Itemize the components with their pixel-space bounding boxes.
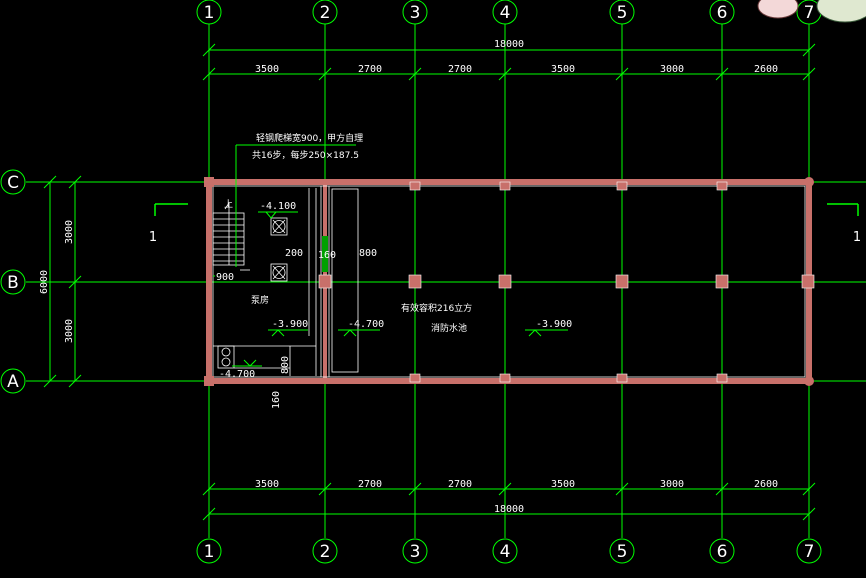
dim-bottom-total: 18000 — [494, 504, 524, 515]
axis-bubble-1-top: 1 — [196, 0, 222, 25]
top-column-bubbles: 1 2 3 4 5 6 7 — [196, 0, 822, 25]
axis-bubble-2-top: 2 — [312, 0, 338, 25]
section-mark-left-label: 1 — [149, 230, 157, 245]
pump-icon — [270, 263, 288, 282]
axis-bubble-6-bottom: 6 — [709, 538, 735, 564]
dim-900: 900 — [216, 272, 234, 283]
dim-left-span-1: 3000 — [64, 220, 75, 244]
axis-bubble-B: B — [0, 269, 26, 295]
stair-note-line2: 共16步，每步250×187.5 — [252, 149, 359, 161]
elevation-marker — [338, 329, 380, 337]
elevation-marker — [525, 329, 568, 337]
left-dimension-chain — [43, 175, 82, 388]
dim-top-span-6: 2600 — [754, 64, 778, 75]
axis-bubble-1-bottom: 1 — [196, 538, 222, 564]
axis-bubble-7-bottom: 7 — [796, 538, 822, 564]
axis-bubble-4-top: 4 — [492, 0, 518, 25]
stair-up-label: 上 — [224, 199, 233, 210]
elevation-tank: -3.900 — [536, 319, 572, 330]
axis-label: 1 — [204, 542, 215, 562]
elevation-pool-side: -4.700 — [348, 319, 384, 330]
tank-name-label: 消防水池 — [431, 322, 467, 334]
top-dimension-chain — [202, 43, 816, 81]
elevation-marker — [258, 211, 298, 219]
axis-label: 3 — [410, 542, 421, 562]
dim-800-sump: 800 — [280, 356, 291, 374]
axis-label: 7 — [804, 542, 815, 562]
dim-bottom-span-3: 2700 — [448, 479, 472, 490]
axis-label: C — [7, 173, 19, 193]
section-mark-right-label: 1 — [853, 230, 861, 245]
stair-note-leader — [235, 144, 356, 267]
axis-label: 5 — [617, 542, 628, 562]
pump-room-label: 泵房 — [251, 294, 269, 306]
tank-capacity-label: 有效容积216立方 — [401, 302, 472, 314]
partition-opening — [322, 236, 328, 272]
axis-bubble-5-bottom: 5 — [609, 538, 635, 564]
axis-label: 2 — [320, 3, 331, 23]
axis-bubble-A: A — [0, 368, 26, 394]
pump-icon — [270, 217, 288, 236]
bottom-dimension-chain — [202, 482, 816, 521]
dim-left-total: 6000 — [39, 270, 50, 294]
axis-label: 5 — [617, 3, 628, 23]
row-bubbles: C B A — [0, 169, 26, 394]
axis-label: 4 — [500, 542, 511, 562]
stair-note-line1: 轻钢爬梯宽900，甲方自理 — [256, 132, 363, 144]
pump-room-pipes — [213, 188, 317, 376]
axis-bubble-3-top: 3 — [402, 0, 428, 25]
bottom-column-bubbles: 1 2 3 4 5 6 7 — [196, 538, 822, 564]
dim-bottom-span-2: 2700 — [358, 479, 382, 490]
dim-top-total: 18000 — [494, 39, 524, 50]
axis-bubble-C: C — [0, 169, 26, 195]
small-pump-icon — [217, 345, 235, 369]
dim-left-span-2: 3000 — [64, 319, 75, 343]
section-mark-left — [154, 203, 188, 216]
dim-top-span-3: 2700 — [448, 64, 472, 75]
axis-label: 2 — [320, 542, 331, 562]
axis-bubble-6-top: 6 — [709, 0, 735, 25]
axis-grid-lines — [26, 24, 866, 538]
axis-bubble-2-bottom: 2 — [312, 538, 338, 564]
interior-columns — [318, 181, 815, 383]
elevation-sump: -4.700 — [219, 369, 255, 380]
tank-sump-pit — [331, 188, 359, 373]
elevation-pump-room: -3.900 — [272, 319, 308, 330]
dim-bottom-span-6: 2600 — [754, 479, 778, 490]
dim-200: 200 — [285, 248, 303, 259]
dim-bottom-span-4: 3500 — [551, 479, 575, 490]
elevation-pump-top: -4.100 — [260, 201, 296, 212]
dim-top-span-5: 3000 — [660, 64, 684, 75]
elevation-marker — [232, 359, 262, 367]
axis-bubble-3-bottom: 3 — [402, 538, 428, 564]
section-mark-right — [827, 203, 859, 216]
axis-bubble-5-top: 5 — [609, 0, 635, 25]
axis-label: A — [7, 372, 19, 392]
corner-columns — [204, 177, 814, 386]
axis-label: 3 — [410, 3, 421, 23]
axis-label: 6 — [717, 542, 728, 562]
axis-label: 4 — [500, 3, 511, 23]
dim-top-span-1: 3500 — [255, 64, 279, 75]
dim-bottom-span-5: 3000 — [660, 479, 684, 490]
dim-bottom-span-1: 3500 — [255, 479, 279, 490]
axis-label: B — [7, 273, 19, 293]
dim-160-upper: 160 — [318, 250, 336, 261]
axis-label: 1 — [204, 3, 215, 23]
dim-800-pool: 800 — [359, 248, 377, 259]
dim-top-span-2: 2700 — [358, 64, 382, 75]
axis-label: 7 — [804, 3, 815, 23]
corner-badge-icon — [757, 0, 866, 23]
elevation-marker — [268, 329, 308, 337]
dim-top-span-4: 3500 — [551, 64, 575, 75]
dim-160-lower: 160 — [271, 391, 282, 409]
axis-bubble-4-bottom: 4 — [492, 538, 518, 564]
axis-label: 6 — [717, 3, 728, 23]
stair-ladder — [212, 202, 245, 266]
